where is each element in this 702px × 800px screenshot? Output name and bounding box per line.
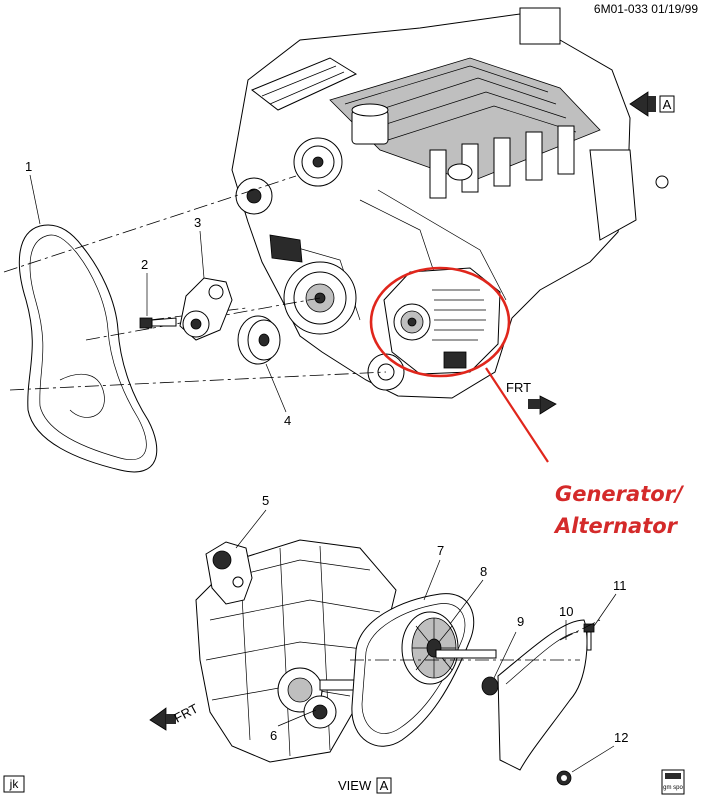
part-number-10: 10 [559,604,573,619]
belt-tensioner [179,277,233,341]
centerline-tensioner [149,307,247,321]
logo-text: gm spo [663,785,683,791]
engine-assembly-bottom [195,539,397,763]
water-pump-pulley [401,611,497,685]
idler-pulley [237,315,281,365]
view-label: VIEW [338,778,372,793]
part-number-1: 1 [25,159,32,174]
callout-line-2: Alternator [553,514,679,538]
callout-leader-line [485,367,549,463]
pulley-washer [481,676,499,696]
callout-line-1: Generator/ [555,482,685,506]
part-number-8: 8 [480,564,487,579]
part-number-2: 2 [141,257,148,272]
serpentine-belt [18,224,158,473]
part-number-9: 9 [517,614,524,629]
part-number-5: 5 [262,493,269,508]
part-number-7: 7 [437,543,444,558]
centerline-upper-pulley [3,175,297,273]
front-label-bottom: FRT [171,701,200,726]
part-number-4: 4 [284,413,291,428]
gm-spo-logo: gm spo [661,769,685,795]
diagram-reference-code: 6M01-033 01/19/99 [594,2,698,16]
part-number-6: 6 [270,728,277,743]
view-a-letter: A [663,97,672,112]
front-label-top: FRT [506,380,531,395]
view-letter-box [376,777,392,794]
view-a-marker: A [629,91,675,117]
part-number-11: 11 [613,578,627,593]
centerline-bolt [559,619,601,641]
part-number-12: 12 [614,730,628,745]
front-arrow-bottom: FRT [149,701,201,731]
generator-alternator [383,267,501,375]
tensioner-bolt [139,317,177,329]
front-arrow-top: FRT [506,380,557,415]
belt-shield [497,619,588,771]
shield-nut-lower [556,770,572,786]
footer-initials: jk [9,777,20,791]
alternator-highlight-circle [369,266,511,378]
initials-box [3,775,25,793]
centerline-lower-pulley [9,371,387,391]
part-number-3: 3 [194,215,201,230]
view-letter: A [380,778,389,793]
